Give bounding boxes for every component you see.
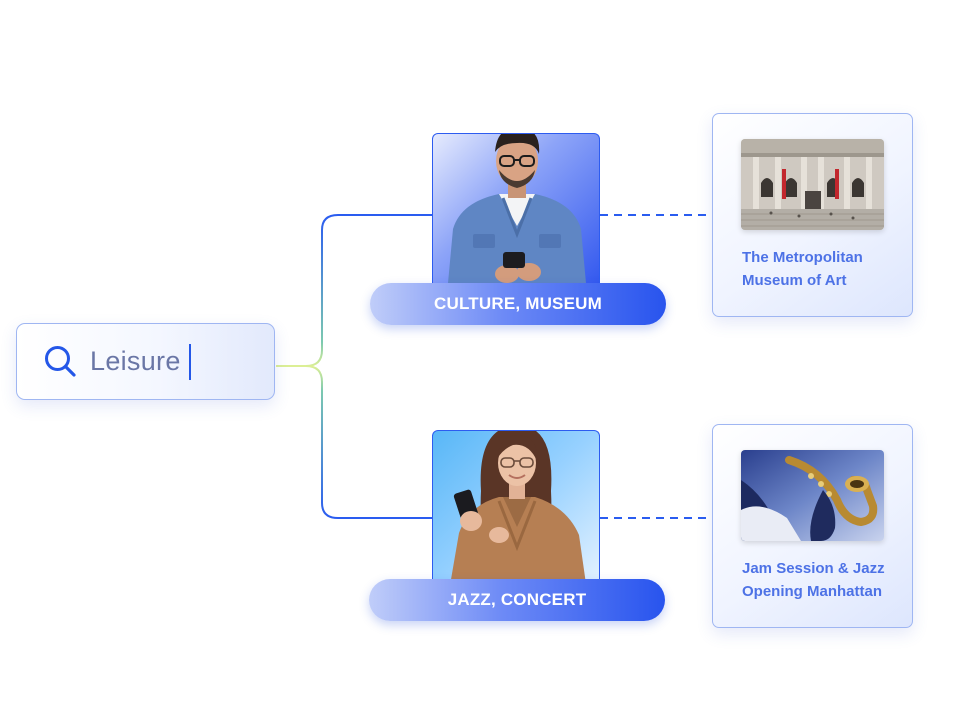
result-title-museum: The Metropolitan Museum of Art xyxy=(742,249,863,289)
search-input[interactable]: Leisure xyxy=(16,323,275,400)
search-query-text: Leisure xyxy=(90,346,181,376)
museum-photo xyxy=(741,139,884,230)
woman-with-phone-photo xyxy=(449,431,587,590)
man-with-phone-photo xyxy=(447,134,587,293)
search-icon xyxy=(45,346,76,377)
result-title-jazz: Jam Session & Jazz Opening Manhattan xyxy=(742,560,885,600)
category-pill-museum[interactable]: CULTURE, MUSEUM xyxy=(370,283,666,325)
category-card-museum[interactable] xyxy=(432,133,600,293)
connector-fork xyxy=(305,214,432,519)
category-card-jazz[interactable] xyxy=(432,430,600,590)
saxophone-photo xyxy=(741,450,884,541)
category-pill-jazz[interactable]: JAZZ, CONCERT xyxy=(369,579,665,621)
result-card-museum[interactable]: The Metropolitan Museum of Art xyxy=(712,113,913,317)
text-cursor xyxy=(189,344,191,380)
result-card-jazz[interactable]: Jam Session & Jazz Opening Manhattan xyxy=(712,424,913,628)
